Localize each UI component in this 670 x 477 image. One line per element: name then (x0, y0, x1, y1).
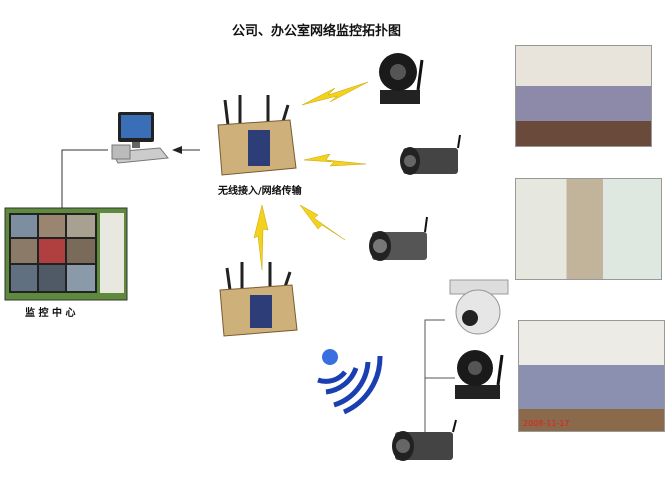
bullet-camera-icon-3 (392, 419, 457, 461)
camera-photo-office-3: 2008-11-17 (518, 320, 665, 432)
dome-camera-icon-2 (455, 350, 504, 399)
router-icon-1 (217, 95, 297, 176)
monitoring-screen-icon (4, 207, 128, 301)
wifi-signal-icon (317, 349, 383, 415)
photo-timestamp: 2008-11-17 (523, 419, 570, 428)
camera-photo-office-1 (515, 45, 652, 147)
computer-icon (111, 112, 169, 164)
arrow-icon (172, 146, 182, 154)
bullet-camera-icon-1 (400, 134, 461, 175)
ptz-camera-icon (449, 279, 509, 335)
wireless-label: 无线接入/网络传输 (218, 186, 302, 197)
lightning-icon (253, 81, 369, 271)
diagram-title: 公司、办公室网络监控拓扑图 (232, 24, 402, 39)
control-center-label: 监 控 中 心 (25, 308, 76, 319)
connector-monitor-computer (61, 149, 108, 208)
bullet-camera-icon-2 (369, 216, 428, 261)
camera-photo-office-2 (515, 178, 662, 280)
dome-camera-icon-1 (379, 53, 424, 104)
camera-bracket (400, 319, 455, 441)
router-icon-2 (219, 262, 298, 337)
